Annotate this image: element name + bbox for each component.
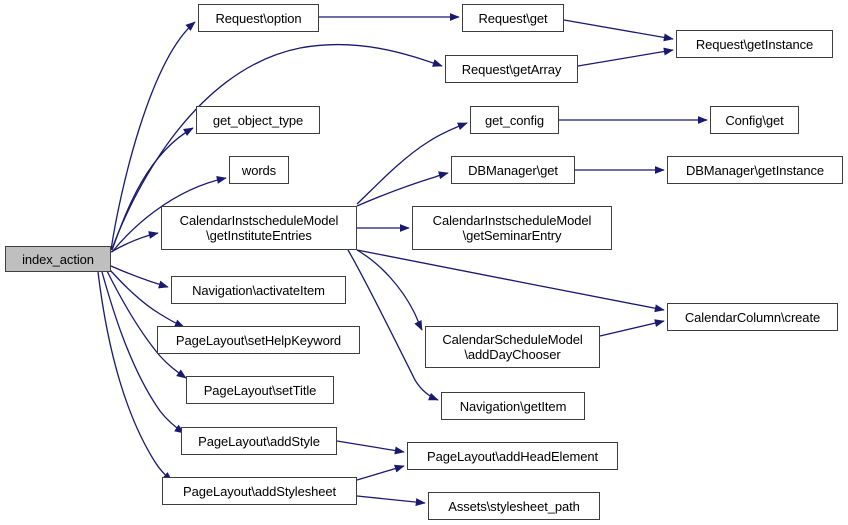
edge-cis_institute-to-nav_getitem (347, 249, 439, 401)
graph-node-pl_sethelpkeyword[interactable]: PageLayout\setHelpKeyword (157, 326, 360, 354)
edge-index_action-to-cis_institute (110, 231, 159, 253)
graph-node-request_getarray[interactable]: Request\getArray (445, 55, 578, 83)
graph-node-pl_settitle[interactable]: PageLayout\setTitle (186, 376, 334, 404)
graph-node-nav_getitem[interactable]: Navigation\getItem (441, 392, 585, 420)
graph-node-csm_daychooser[interactable]: CalendarScheduleModel \addDayChooser (425, 326, 600, 368)
graph-node-get_object_type[interactable]: get_object_type (196, 106, 320, 134)
graph-node-request_getinstance[interactable]: Request\getInstance (676, 30, 833, 58)
edge-cis_institute-to-calendarcolumn (356, 249, 665, 313)
graph-node-index_action[interactable]: index_action (5, 246, 111, 272)
edge-cis_institute-to-csm_daychooser (356, 249, 423, 331)
graph-node-assets_stylesheet[interactable]: Assets\stylesheet_path (428, 492, 600, 520)
edge-index_action-to-nav_activateitem (110, 265, 169, 289)
graph-node-get_config[interactable]: get_config (470, 106, 559, 134)
graph-node-dbmanager_get[interactable]: DBManager\get (451, 156, 575, 184)
graph-node-dbmanager_getinst[interactable]: DBManager\getInstance (667, 156, 843, 184)
graph-node-cis_seminar[interactable]: CalendarInstscheduleModel \getSeminarEnt… (412, 206, 612, 250)
edge-request_getarray-to-request_getinstance (577, 47, 674, 67)
edge-pl_addstyle-to-pl_addheadelement (336, 440, 405, 455)
graph-node-pl_addheadelement[interactable]: PageLayout\addHeadElement (407, 442, 618, 470)
edge-pl_addstylesheet-to-assets_stylesheet (356, 495, 426, 507)
edge-cis_institute-to-dbmanager_get (356, 171, 449, 207)
graph-node-pl_addstylesheet[interactable]: PageLayout\addStylesheet (162, 477, 357, 505)
graph-node-nav_activateitem[interactable]: Navigation\activateItem (171, 276, 346, 304)
graph-node-request_option[interactable]: Request\option (198, 4, 319, 32)
graph-node-request_get[interactable]: Request\get (462, 4, 564, 32)
edge-pl_addstylesheet-to-pl_addheadelement (356, 464, 405, 481)
graph-node-words[interactable]: words (229, 156, 289, 184)
graph-node-calendarcolumn[interactable]: CalendarColumn\create (667, 303, 838, 331)
edge-csm_daychooser-to-calendarcolumn (599, 319, 665, 337)
graph-node-cis_institute[interactable]: CalendarInstscheduleModel \getInstituteE… (161, 206, 357, 250)
edge-index_action-to-pl_addstylesheet (97, 271, 173, 482)
graph-node-config_get[interactable]: Config\get (710, 106, 799, 134)
graph-node-pl_addstyle[interactable]: PageLayout\addStyle (181, 427, 337, 455)
edge-request_get-to-request_getinstance (563, 19, 674, 42)
